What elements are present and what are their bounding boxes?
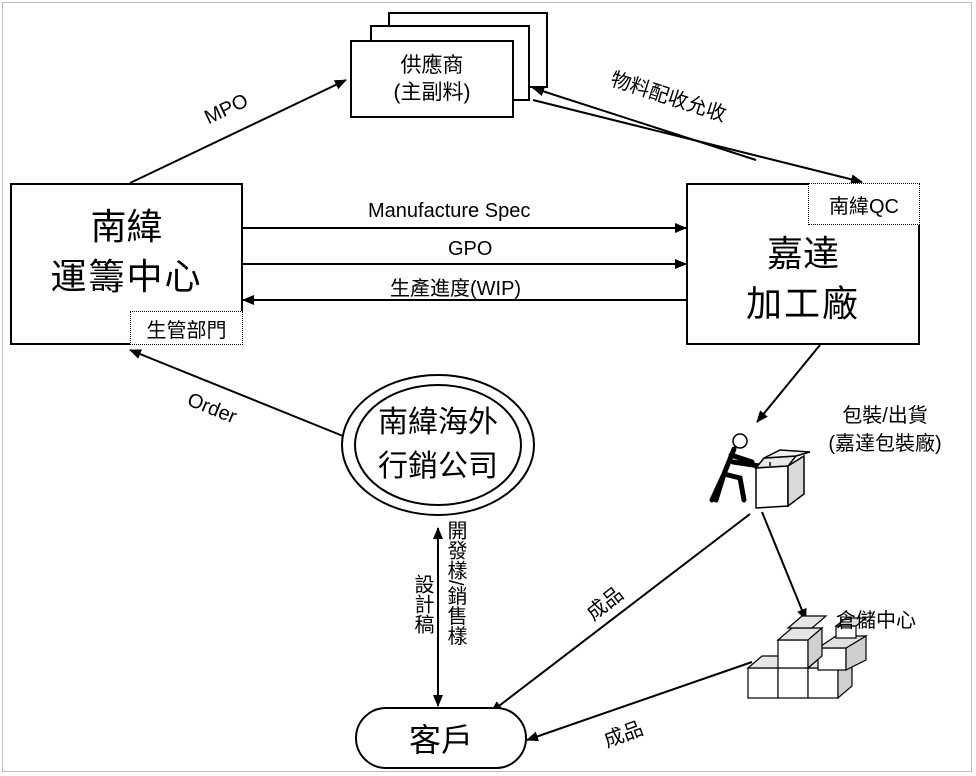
person-packing-box-icon — [709, 433, 811, 509]
packing-line1: 包裝/出貨 — [842, 405, 928, 427]
stacked-boxes-icon — [746, 615, 869, 700]
overseas-ellipse-inner — [354, 384, 522, 506]
wip-label: 生產進度(WIP) — [390, 278, 522, 300]
samples-text: 開發樣/銷售樣 — [444, 520, 466, 646]
gpo-label: GPO — [448, 238, 493, 260]
supplier-box: 供應商 (主副料) — [350, 40, 514, 118]
arrow-warehouse-to-customer — [526, 661, 753, 742]
customer-label: 客戶 — [408, 722, 473, 758]
overseas-line1: 南緯海外 — [378, 406, 498, 439]
nanwei-center-line2: 運籌中心 — [50, 256, 203, 297]
arrow-material-deliver — [532, 99, 863, 185]
jiada-factory-line2: 加工廠 — [745, 283, 860, 324]
arrow-order — [129, 349, 344, 437]
production-dept-tag: 生管部門 — [130, 311, 243, 345]
arrow-material-return — [532, 86, 757, 161]
manufacture-spec-label: Manufacture Spec — [368, 200, 531, 222]
warehouse-label: 倉儲中心 — [836, 610, 916, 632]
nanwei-center-line1: 南緯 — [90, 206, 163, 247]
arrow-packing-to-customer — [490, 513, 751, 713]
supplier-line2: (主副料) — [393, 81, 471, 104]
qc-tag: 南緯QC — [808, 183, 920, 225]
arrow-to-packing — [756, 344, 821, 423]
arrow-to-warehouse — [761, 511, 807, 621]
supplier-line1: 供應商 — [400, 54, 464, 77]
packing-line2: (嘉達包裝廠) — [828, 433, 942, 455]
jiada-factory-box: 嘉達 加工廠 — [686, 183, 920, 345]
packing-label: 包裝/出貨 (嘉達包裝廠) — [800, 402, 970, 458]
customer-shape — [355, 707, 527, 769]
design-draft-label: 設計稿 — [410, 574, 434, 640]
overseas-marketing-label: 南緯海外 行銷公司 — [352, 395, 524, 495]
jiada-factory-line1: 嘉達 — [766, 233, 839, 274]
design-draft-text: 設計稿 — [411, 574, 433, 634]
arrow-mpo — [129, 79, 347, 184]
samples-label: 開發樣/銷售樣 — [443, 520, 467, 652]
overseas-line2: 行銷公司 — [378, 450, 498, 483]
